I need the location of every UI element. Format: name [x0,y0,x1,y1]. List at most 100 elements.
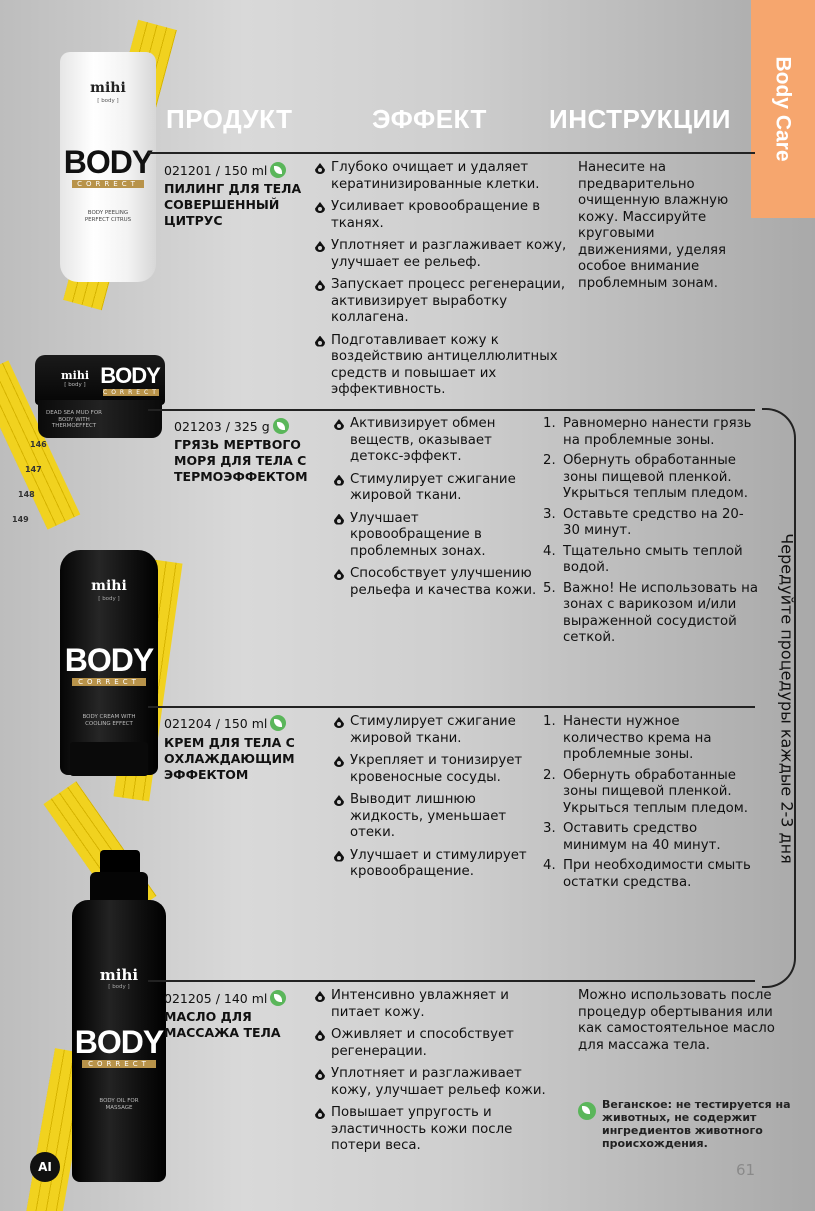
vegan-leaf-icon [270,715,287,731]
product-code: 021201 / 150 ml [164,162,287,178]
effects-list: Глубоко очищает и удаляет кератинизирова… [313,160,571,405]
tape-number: 147 [25,465,42,474]
tape-number: 148 [18,490,35,499]
package-line: CORRECT [103,389,160,396]
effect-item: Стимулирует сжигание жировой ткани. [332,714,538,747]
drop-icon [315,991,325,1002]
package-sub: [ body ] [98,596,120,602]
step-item: 5.Важно! Не использовать на зонах с вари… [543,580,758,646]
step-text: Оставьте средство на 20-30 минут. [563,506,744,539]
effect-item: Повышает упругость и эластичность кожи п… [313,1105,548,1155]
mud-jar-lid-image: mihi [ body ] BODY CORRECT [35,355,165,405]
effect-text: Активизирует обмен веществ, оказывает де… [350,416,496,464]
package-title: BODY [74,1024,164,1060]
package-line: CORRECT [82,1060,156,1068]
effect-item: Укрепляет и тонизирует кровеносные сосуд… [332,753,538,786]
product-name: ГРЯЗЬ МЕРТВОГО МОРЯ ДЛЯ ТЕЛА С ТЕРМОЭФФЕ… [174,437,308,484]
drop-icon [334,717,344,728]
peeling-tube-image: mihi [ body ] BODY CORRECT BODY PEELING … [60,52,156,282]
product-code-text: 021203 / 325 g [174,418,270,434]
effect-text: Выводит лишнюю жидкость, уменьшает отеки… [350,792,507,840]
package-brand: mihi [61,369,89,382]
bracket-note-box: Чередуйте процедуры каждые 2-3 дня [762,408,812,988]
step-text: Тщательно смыть теплой водой. [563,543,743,576]
product-name: КРЕМ ДЛЯ ТЕЛА С ОХЛАЖДАЮЩИМ ЭФФЕКТОМ [164,735,295,782]
side-tab-label: Body Care [772,56,795,162]
product-code-text: 021205 / 140 ml [164,990,268,1006]
header-instructions: ИНСТРУКЦИИ [549,104,731,134]
step-item: 1.Нанести нужное количество крема на про… [543,714,712,762]
drop-icon [315,1108,325,1119]
vegan-note-text: Веганское: не тестируется на животных, н… [602,1098,791,1150]
package-sub: [ body ] [64,382,86,388]
package-title: BODY [64,642,154,678]
package-desc: BODY CREAM WITH COOLING EFFECT [82,714,136,727]
bracket-note: Чередуйте процедуры каждые 2-3 дня [777,532,797,864]
product-code-text: 021201 / 150 ml [164,162,268,178]
effect-text: Усиливает кровообращение в тканях. [331,199,541,231]
step-text: Равномерно нанести грязь на проблемные з… [563,416,752,448]
effect-text: Оживляет и способствует регенерации. [331,1027,514,1059]
drop-icon [334,513,344,525]
package-title: BODY [63,144,153,180]
effect-item: Способствует улучшению рельефа и качеств… [332,566,538,599]
oil-bottle-pump [100,850,140,872]
step-item: 2.Обернуть обработанные зоны пищевой пле… [543,453,749,501]
effect-text: Подготавливает кожу к воздействию антице… [331,332,558,398]
row-divider [148,152,755,154]
effect-text: Уплотняет и разглаживает кожу, улучшает … [331,238,567,270]
effect-text: Стимулирует сжигание жировой ткани. [350,714,516,746]
effect-text: Стимулирует сжигание жировой ткани. [350,471,516,504]
package-brand: mihi [99,966,139,984]
step-text: Оставить средство минимум на 40 минут. [563,821,721,853]
vegan-leaf-icon [270,990,287,1006]
vegan-note: Веганское: не тестируется на животных, н… [578,1098,793,1150]
step-item: 4.Тщательно смыть теплой водой. [543,543,743,576]
drop-icon [315,202,325,213]
product-name: МАСЛО ДЛЯ МАССАЖА ТЕЛА [164,1009,281,1040]
drop-icon [334,756,344,767]
product-code: 021204 / 150 ml [164,715,287,731]
effect-text: Запускает процесс регенерации, активизир… [331,277,566,325]
drop-icon [334,850,344,862]
effect-text: Интенсивно увлажняет и питает кожу. [331,988,509,1020]
package-brand: mihi [91,578,127,594]
effects-list: Активизирует обмен веществ, оказывает де… [332,416,538,605]
oil-bottle-image: mihi [ body ] BODY CORRECT BODY OIL FOR … [72,900,166,1182]
effect-item: Улучшает и стимулирует кровообращение. [332,848,538,881]
effect-item: Выводит лишнюю жидкость, уменьшает отеки… [332,792,538,842]
row-divider [148,409,755,411]
step-item: 3.Оставьте средство на 20-30 минут. [543,506,744,539]
effect-item: Уплотняет и разглаживает кожу, улучшает … [313,238,571,271]
product-code: 021205 / 140 ml [164,990,287,1006]
tape-number: 149 [12,515,29,524]
drop-icon [315,335,325,347]
header-effect: ЭФФЕКТ [372,104,487,134]
steps-list: 1.Равномерно нанести грязь на проблемные… [543,416,758,651]
effect-item: Глубоко очищает и удаляет кератинизирова… [313,160,571,193]
effect-item: Активизирует обмен веществ, оказывает де… [332,416,538,466]
cream-tube-cap [70,742,148,776]
step-item: 3.Оставить средство минимум на 40 минут. [543,821,721,853]
step-text: Обернуть обработанные зоны пищевой пленк… [563,767,749,816]
package-sub: [ body ] [97,98,119,104]
package-sub: [ body ] [108,984,130,990]
effect-text: Улучшает кровообращение в проблемных зон… [350,510,486,559]
steps-list: 1.Нанести нужное количество крема на про… [543,714,758,895]
step-item: 1.Равномерно нанести грязь на проблемные… [543,416,752,448]
drop-icon [315,1069,325,1080]
cream-tube-image: mihi [ body ] BODY CORRECT BODY CREAM WI… [60,550,158,775]
vegan-leaf-icon [578,1102,596,1120]
package-line: CORRECT [72,180,144,188]
instructions-text: Можно использовать после процедур оберты… [578,988,775,1053]
drop-icon [334,474,344,486]
step-item: 2.Обернуть обработанные зоны пищевой пле… [543,767,749,816]
effect-item: Улучшает кровообращение в проблемных зон… [332,511,538,561]
drop-icon [315,163,325,174]
effect-text: Повышает упругость и эластичность кожи п… [331,1105,513,1153]
effect-text: Укрепляет и тонизирует кровеносные сосуд… [350,753,523,785]
product-name: ПИЛИНГ ДЛЯ ТЕЛА СОВЕРШЕННЫЙ ЦИТРУС [164,181,302,228]
side-tab-label-box: Body Care [751,0,815,218]
drop-icon [334,419,344,430]
header-product: ПРОДУКТ [166,104,293,134]
